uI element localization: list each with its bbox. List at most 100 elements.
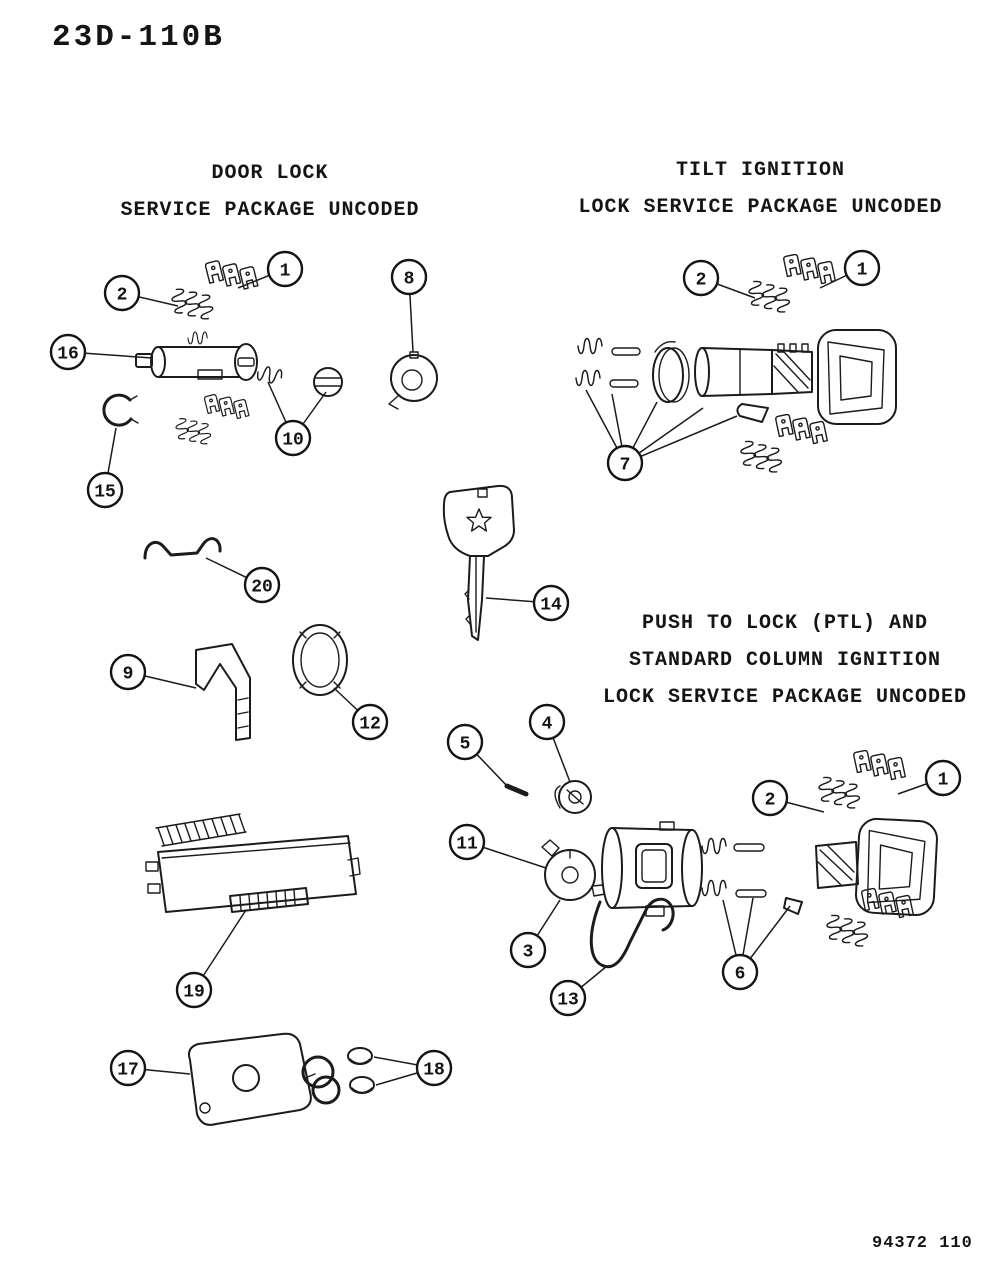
- tilt-race-ring-drawing: [652, 341, 690, 403]
- svg-text:11: 11: [456, 835, 478, 855]
- tilt-pin-2: [609, 379, 639, 388]
- tilt-ignition-drawing: [575, 247, 897, 478]
- retainer-ring-drawing: [292, 624, 348, 696]
- ptl-drawing: [504, 743, 939, 969]
- ptl-spring-1: [701, 837, 727, 855]
- tilt-title-line1: TILT IGNITION: [675, 159, 846, 182]
- pentastar-logo: [466, 508, 492, 532]
- ptl-spring-2: [701, 879, 727, 897]
- callout-19: 19: [175, 971, 213, 1009]
- svg-text:15: 15: [94, 483, 116, 503]
- svg-text:5: 5: [460, 735, 471, 755]
- transmitter-module-drawing: [145, 813, 361, 913]
- svg-text:1: 1: [280, 262, 291, 282]
- callout-10: 10: [274, 419, 312, 457]
- svg-text:10: 10: [282, 431, 304, 451]
- callout-1-ptl: 1: [924, 759, 962, 797]
- ptl-lock-face-drawing: [554, 780, 592, 814]
- ptl-tumbler-set-lower: [821, 881, 917, 952]
- callout-17: 17: [109, 1049, 147, 1087]
- callout-8: 8: [390, 258, 428, 296]
- ptl-pin-drawing: [504, 783, 529, 797]
- svg-text:3: 3: [523, 943, 534, 963]
- callout-3: 3: [509, 931, 547, 969]
- callouts: 2 1 8 16 10 15 20 9 12 14 19 17 18 2 1 7…: [49, 249, 962, 1087]
- door-lock-drawing: [102, 253, 515, 741]
- svg-text:18: 18: [423, 1061, 445, 1081]
- callout-4: 4: [528, 703, 566, 741]
- slotted-cap-drawing: [313, 367, 343, 397]
- callout-15: 15: [86, 471, 124, 509]
- callout-11: 11: [448, 823, 486, 861]
- callout-12: 12: [351, 703, 389, 741]
- tilt-lever: [736, 403, 769, 423]
- svg-text:8: 8: [404, 270, 415, 290]
- ptl-rod-1: [733, 843, 765, 852]
- svg-text:9: 9: [123, 665, 134, 685]
- svg-text:12: 12: [359, 715, 381, 735]
- tilt-title-line2: LOCK SERVICE PACKAGE UNCODED: [578, 196, 943, 219]
- tilt-tumbler-set-upper: [743, 247, 839, 318]
- ptl-wedge: [783, 897, 803, 915]
- svg-text:4: 4: [542, 715, 553, 735]
- ptl-housing-drawing: [601, 821, 703, 917]
- tilt-ignition-section-title: TILT IGNITION LOCK SERVICE PACKAGE UNCOD…: [568, 152, 953, 226]
- callout-20: 20: [243, 566, 281, 604]
- svg-text:2: 2: [765, 791, 776, 811]
- callout-1-tilt: 1: [843, 249, 881, 287]
- svg-text:13: 13: [557, 991, 579, 1011]
- key-ring-2: [311, 1075, 341, 1105]
- callout-9: 9: [109, 653, 147, 691]
- svg-text:14: 14: [540, 596, 562, 616]
- callout-1-door: 1: [266, 250, 304, 288]
- callout-5: 5: [446, 723, 484, 761]
- key-blank-drawing: [442, 484, 515, 641]
- callout-16: 16: [49, 333, 87, 371]
- svg-text:20: 20: [251, 578, 273, 598]
- callout-2-ptl: 2: [751, 779, 789, 817]
- tilt-spring-1: [577, 337, 603, 355]
- wire-clip-drawing: [143, 537, 222, 560]
- drawing-number: 23D-110B: [52, 20, 225, 55]
- ptl-title-line3: LOCK SERVICE PACKAGE UNCODED: [602, 686, 968, 709]
- callout-6: 6: [721, 953, 759, 991]
- door-lock-section-title: DOOR LOCK SERVICE PACKAGE UNCODED: [95, 155, 445, 229]
- tilt-lock-cylinder-drawing: [694, 329, 897, 425]
- svg-text:17: 17: [117, 1061, 139, 1081]
- door-tumbler-set-lower: [170, 388, 253, 450]
- catalog-number: 94372 110: [872, 1234, 973, 1253]
- tilt-spring-2: [575, 369, 601, 387]
- ptl-rotor-disc-drawing: [541, 839, 606, 901]
- svg-text:1: 1: [857, 261, 868, 281]
- ptl-section-title: PUSH TO LOCK (PTL) AND STANDARD COLUMN I…: [585, 605, 985, 716]
- face-cap-drawing: [388, 351, 438, 410]
- key-ring-1: [301, 1055, 335, 1089]
- door-lock-title-line2: SERVICE PACKAGE UNCODED: [120, 199, 420, 222]
- callout-2-door: 2: [103, 274, 141, 312]
- key-fob-drawing: [188, 1032, 341, 1126]
- door-lock-cylinder-drawing: [135, 331, 284, 386]
- ptl-title-line1: PUSH TO LOCK (PTL) AND: [641, 612, 929, 635]
- callout-2-tilt: 2: [682, 259, 720, 297]
- door-lock-title-line1: DOOR LOCK: [211, 162, 329, 185]
- svg-text:2: 2: [696, 271, 707, 291]
- svg-text:19: 19: [183, 983, 205, 1003]
- callout-7: 7: [606, 444, 644, 482]
- snap-ring-drawing: [102, 393, 139, 427]
- cylinder-spring: [255, 364, 284, 386]
- tilt-pin-1: [611, 347, 641, 356]
- callout-18: 18: [415, 1049, 453, 1087]
- svg-text:1: 1: [938, 771, 949, 791]
- ptl-rod-2: [735, 889, 767, 898]
- ptl-key-cylinder-drawing: [815, 817, 939, 917]
- svg-text:2: 2: [117, 286, 128, 306]
- gasket-pad-drawing: [195, 643, 251, 741]
- svg-text:7: 7: [620, 456, 631, 476]
- door-tumbler-set-upper: [165, 253, 262, 326]
- tilt-key-head: [817, 329, 897, 425]
- svg-text:6: 6: [735, 965, 746, 985]
- callout-13: 13: [549, 979, 587, 1017]
- callout-14: 14: [532, 584, 570, 622]
